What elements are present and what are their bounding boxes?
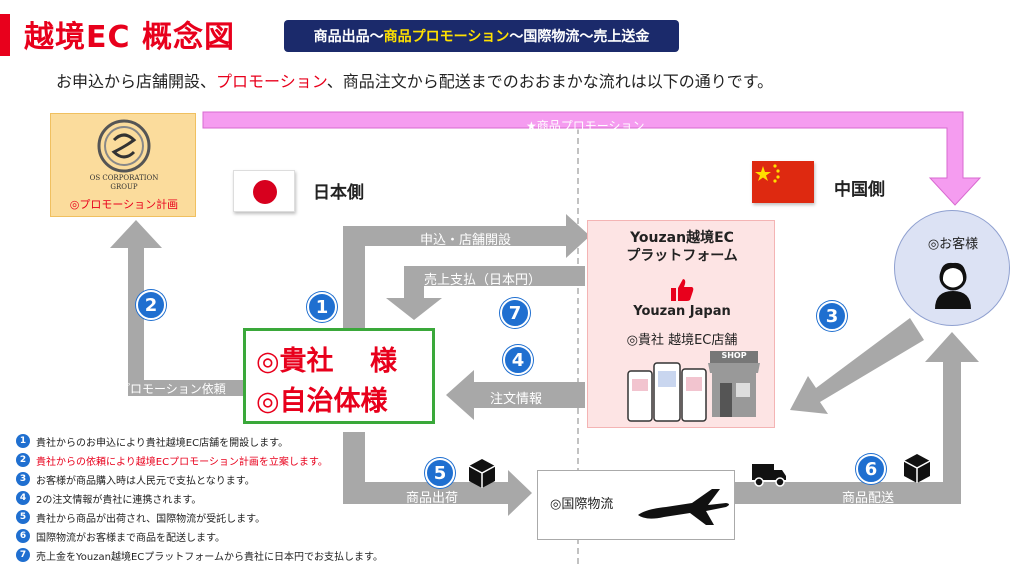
- legend-item: 2 貴社からの依頼により越境ECプロモーション計画を立案します。: [16, 451, 328, 469]
- phone-screens-icon: [627, 362, 707, 422]
- japan-side-label: 日本側: [313, 183, 364, 203]
- package-icon: [467, 457, 497, 493]
- payment-arrow: [386, 266, 585, 320]
- delivery-arrow-label: 商品配送: [842, 491, 895, 506]
- legend-item: 4 2の注文情報が貴社に連携されます。: [16, 489, 201, 507]
- promo-request-arrow-label: プロモーション依頼: [118, 382, 226, 396]
- subtitle-pre: 商品出品〜: [313, 29, 384, 45]
- order-info-arrow: [446, 370, 585, 420]
- legend-text: 2の注文情報が貴社に連携されます。: [36, 494, 202, 506]
- order-info-arrow-label: 注文情報: [490, 392, 543, 407]
- step-4-badge: 4: [503, 345, 533, 375]
- legend-text: 貴社から商品が出荷され、国際物流が受託します。: [36, 513, 266, 525]
- step-3-badge: 3: [817, 301, 847, 331]
- intl-logistics-label: ◎国際物流: [550, 497, 614, 512]
- legend-number: 6: [16, 529, 30, 543]
- china-flag-icon: [752, 161, 814, 203]
- client-line-municipality: ◎自治体様: [256, 386, 388, 417]
- delivery-arrow: [735, 332, 979, 504]
- legend-number: 4: [16, 491, 30, 505]
- legend-item: 1 貴社からのお申込により貴社越境EC店舗を開設します。: [16, 432, 288, 450]
- china-side-label: 中国側: [834, 180, 885, 200]
- truck-icon: [750, 460, 788, 492]
- page-title: 越境EC 概念図: [24, 20, 235, 55]
- legend-text: 貴社からのお申込により貴社越境EC店舗を開設します。: [36, 437, 289, 449]
- youzan-title: Youzan越境EC プラットフォーム: [588, 229, 776, 265]
- step-2-badge: 2: [136, 290, 166, 320]
- subtitle-post: 〜国際物流〜売上送金: [509, 29, 650, 45]
- shipment-arrow: [343, 432, 532, 516]
- youzan-title-line2: プラットフォーム: [626, 248, 738, 264]
- title-accent-bar: [0, 14, 10, 56]
- legend-item: 5 貴社から商品が出荷され、国際物流が受託します。: [16, 508, 265, 526]
- youzan-store-label: ◎貴社 越境EC店舗: [626, 333, 738, 348]
- os-logo-icon: [51, 118, 197, 178]
- legend-number: 7: [16, 548, 30, 562]
- intro-pre: お申込から店舗開設、: [56, 72, 217, 91]
- legend-number: 5: [16, 510, 30, 524]
- client-box: ◎貴社 様 ◎自治体様: [243, 328, 435, 424]
- package-icon: [902, 452, 932, 488]
- airplane-icon: [638, 489, 729, 525]
- shipment-arrow-label: 商品出荷: [406, 491, 459, 506]
- legend-text: 売上金をYouzan越境ECプラットフォームから貴社に日本円でお支払します。: [36, 551, 383, 563]
- promo-request-arrow: [110, 220, 243, 396]
- promotion-plan-label: ◎プロモーション計画: [69, 198, 179, 211]
- youzan-title-line1: Youzan越境EC: [630, 230, 734, 246]
- thumbs-up-icon: [588, 277, 776, 307]
- legend-text: 貴社からの依頼により越境ECプロモーション計画を立案します。: [36, 456, 328, 468]
- promotion-arrow: [202, 111, 982, 206]
- step-6-badge: 6: [856, 454, 886, 484]
- step-1-badge: 1: [307, 292, 337, 322]
- apply-arrow-label: 申込・店舗開設: [420, 233, 512, 248]
- legend-text: 国際物流がお客様まで商品を配送します。: [36, 532, 225, 544]
- intl-logistics-box: ◎国際物流: [537, 470, 735, 540]
- subtitle-highlight: 商品プロモーション: [383, 29, 510, 45]
- intro-highlight: プロモーション: [216, 72, 327, 91]
- order-rmb-arrow: [790, 318, 924, 414]
- intro-text: お申込から店舗開設、プロモーション、商品注文から配送までのおおまかな流れは以下の…: [56, 68, 773, 92]
- step-5-badge: 5: [425, 458, 455, 488]
- os-caption-line2: GROUP: [110, 183, 138, 191]
- customer-circle: ◎お客様: [894, 210, 1010, 326]
- subtitle-banner: 商品出品〜商品プロモーション〜国際物流〜売上送金: [284, 20, 679, 52]
- promotion-arrow-label: ★商品プロモーション: [526, 119, 645, 133]
- legend-item: 6 国際物流がお客様まで商品を配送します。: [16, 527, 225, 545]
- legend-number: 1: [16, 434, 30, 448]
- intro-post: 、商品注文から配送までのおおまかな流れは以下の通りです。: [326, 72, 774, 91]
- person-icon: [935, 262, 971, 309]
- customer-label: ◎お客様: [927, 237, 979, 252]
- client-line-company: ◎貴社 様: [256, 346, 397, 377]
- shop-icon: SHOP: [706, 349, 762, 419]
- japan-flag-icon: [233, 170, 295, 212]
- youzan-brand: Youzan Japan: [633, 304, 731, 319]
- payment-arrow-label: 売上支払（日本円）: [424, 273, 542, 288]
- apply-arrow: [343, 214, 590, 328]
- youzan-platform-box: Youzan越境EC プラットフォーム Youzan Japan ◎貴社 越境E…: [587, 220, 775, 428]
- shop-sign: SHOP: [721, 351, 747, 360]
- os-corporation-box: OS CORPORATION GROUP ◎プロモーション計画: [50, 113, 196, 217]
- legend-number: 3: [16, 472, 30, 486]
- legend-item: 7 売上金をYouzan越境ECプラットフォームから貴社に日本円でお支払します。: [16, 546, 383, 564]
- step-7-badge: 7: [500, 298, 530, 328]
- os-caption-line1: OS CORPORATION: [89, 174, 159, 182]
- legend-text: お客様が商品購入時は人民元で支払となります。: [36, 475, 255, 487]
- legend-item: 3 お客様が商品購入時は人民元で支払となります。: [16, 470, 255, 488]
- os-logo-caption: OS CORPORATION GROUP: [51, 174, 197, 192]
- legend-number: 2: [16, 453, 30, 467]
